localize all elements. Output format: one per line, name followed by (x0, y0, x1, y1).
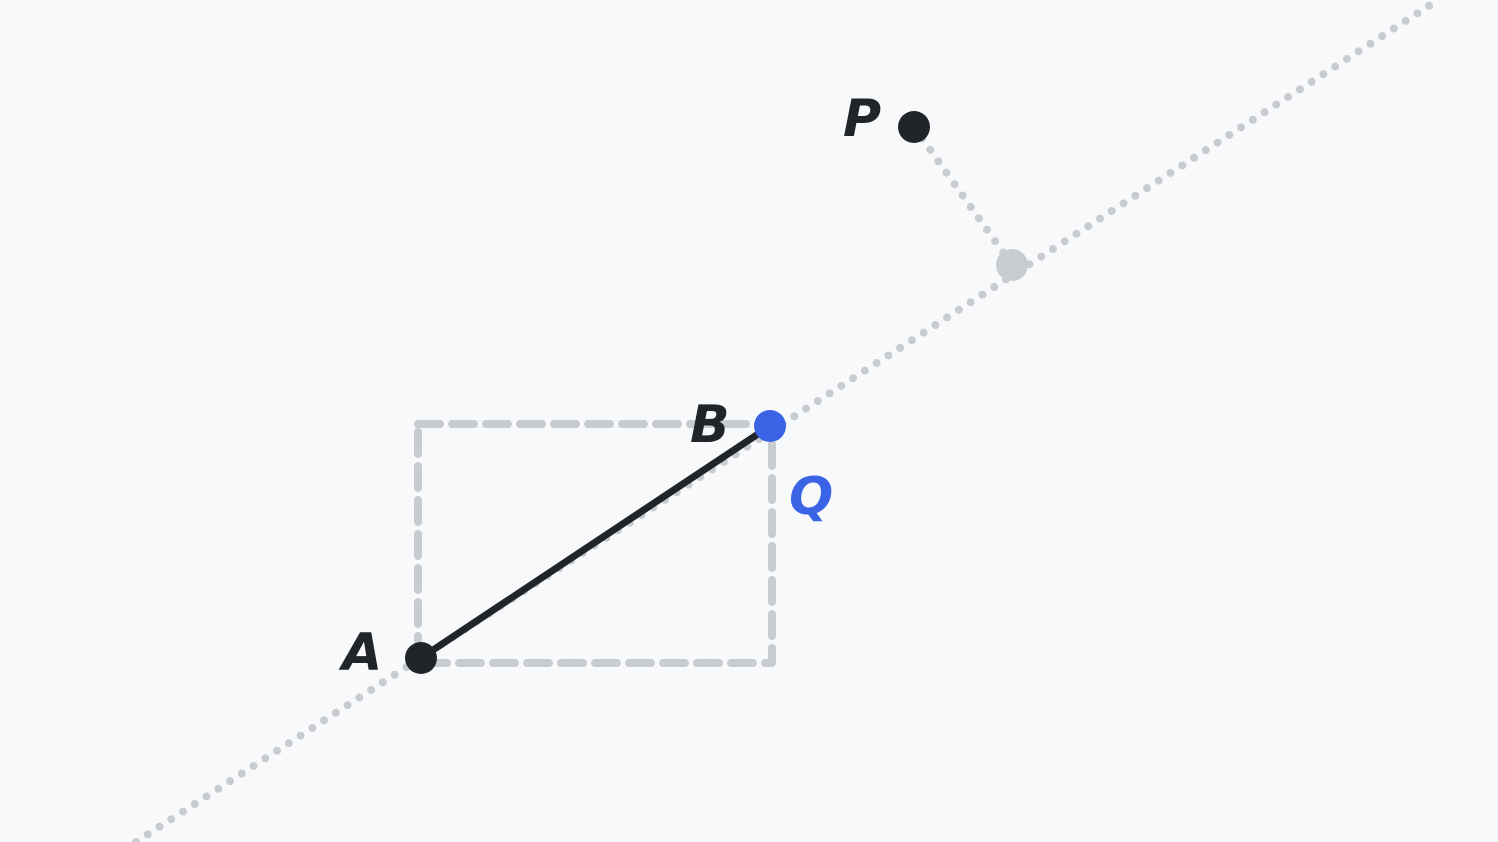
extended-line-guide (132, 0, 1442, 842)
point-a[interactable] (405, 642, 437, 674)
projection-point (996, 249, 1028, 281)
perpendicular-guide (910, 123, 1016, 269)
segment-bounding-box (414, 420, 776, 667)
label-a: A (338, 623, 382, 683)
point-b-handle[interactable] (754, 410, 786, 442)
segment-ab (417, 422, 774, 662)
label-q: Q (789, 467, 833, 527)
point-p[interactable] (898, 111, 930, 143)
label-b: B (690, 395, 730, 455)
label-p: P (843, 89, 881, 149)
